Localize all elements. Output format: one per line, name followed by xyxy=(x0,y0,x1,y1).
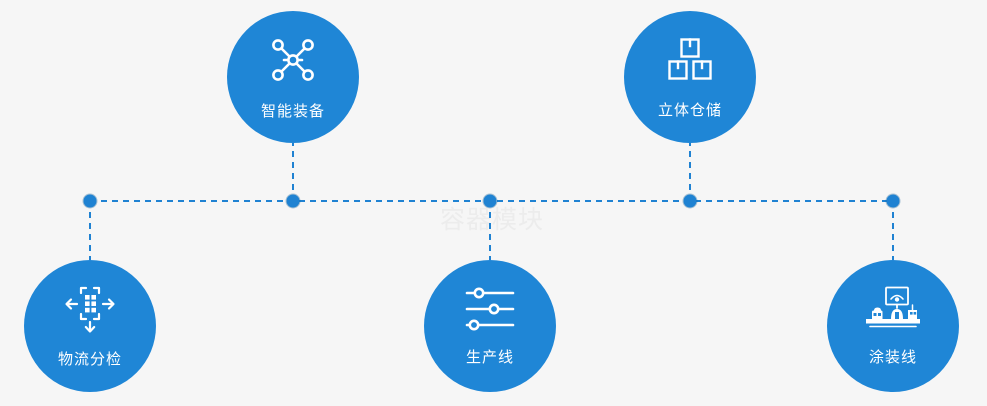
junction-node-3[interactable] xyxy=(483,194,497,208)
junction-node-2[interactable] xyxy=(286,194,300,208)
node-label-smart-equipment: 智能装备 xyxy=(260,102,325,120)
junction-node-4[interactable] xyxy=(683,194,697,208)
junction-node-5[interactable] xyxy=(886,194,900,208)
network-nodes-icon xyxy=(267,34,319,86)
node-circle-production-line[interactable]: 生产线 xyxy=(424,260,556,392)
watermark-text: 容器模块 xyxy=(439,206,544,234)
stacked-boxes-icon xyxy=(665,35,715,85)
junction-node-1[interactable] xyxy=(83,194,97,208)
factory-monitor-icon xyxy=(864,286,922,332)
node-label-production-line: 生产线 xyxy=(465,348,514,366)
node-label-logistics-sorting: 物流分检 xyxy=(57,350,122,368)
node-label-stereoscopic-warehouse: 立体仓储 xyxy=(657,101,722,119)
sliders-icon xyxy=(464,286,516,332)
node-circle-coating-line[interactable]: 涂装线 xyxy=(827,260,959,392)
node-circle-smart-equipment[interactable]: 智能装备 xyxy=(227,11,359,143)
node-circle-stereoscopic-warehouse[interactable]: 立体仓储 xyxy=(624,11,756,143)
sorting-arrows-icon xyxy=(63,284,117,334)
node-label-coating-line: 涂装线 xyxy=(868,348,917,366)
node-circle-logistics-sorting[interactable]: 物流分检 xyxy=(24,260,156,392)
